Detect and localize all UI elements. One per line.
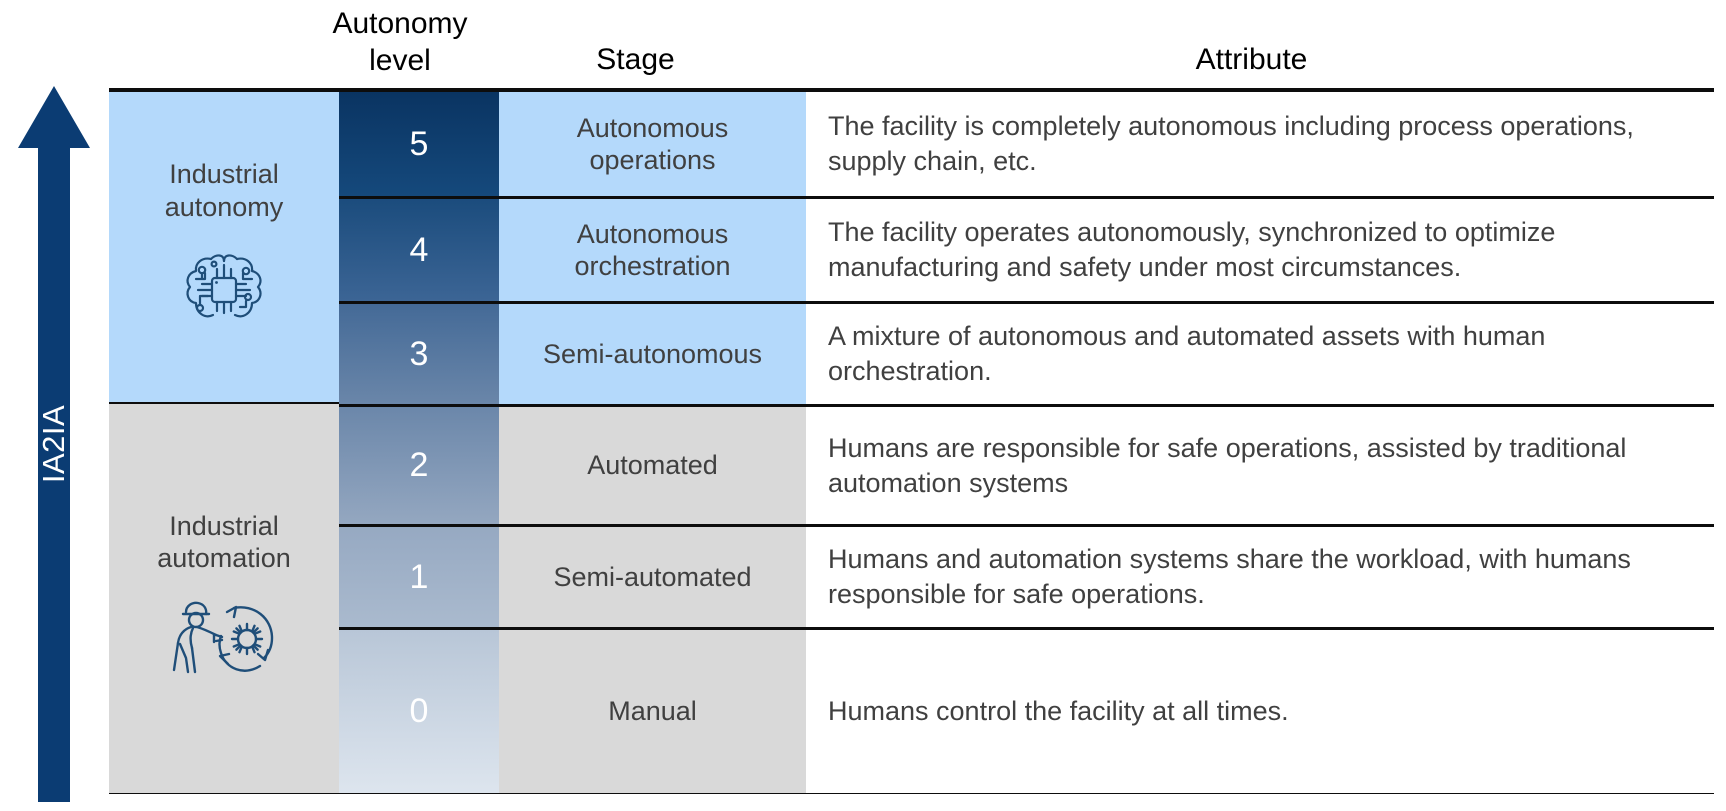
ai-brain-circuit-icon (178, 245, 270, 336)
band-label-line2: automation (157, 543, 291, 573)
attribute-cell: Humans control the facility at all times… (806, 630, 1714, 793)
table-row[interactable]: 5 Autonomous operations The facility is … (339, 92, 1714, 196)
stage-line2: operations (589, 145, 716, 175)
ia2ia-progression-arrow: IA2IA (18, 86, 90, 802)
attribute-cell: Humans are responsible for safe operatio… (806, 407, 1714, 524)
level-cell: 4 (339, 199, 499, 301)
stage-line2: orchestration (574, 251, 731, 281)
stage-line1: Autonomous (576, 112, 729, 143)
level-cell: 3 (339, 304, 499, 404)
stage-line1: Manual (608, 696, 697, 727)
row-separator (339, 404, 1714, 407)
band-industrial-autonomy: Industrial autonomy (109, 92, 339, 404)
table-row[interactable]: 4 Autonomous orchestration The facility … (339, 199, 1714, 301)
band-label-line2: autonomy (164, 191, 284, 222)
table-rows: 5 Autonomous operations The facility is … (339, 92, 1714, 793)
column-headers: Autonomy level Stage Attribute (109, 0, 1714, 88)
level-cell: 5 (339, 92, 499, 196)
attribute-cell: Humans and automation systems share the … (806, 527, 1714, 627)
stage-cell: Automated (499, 407, 806, 524)
stage-line1: Autonomous (576, 218, 729, 249)
attribute-cell: A mixture of autonomous and automated as… (806, 304, 1714, 404)
stage-cell: Autonomous operations (499, 92, 806, 196)
stage-cell: Autonomous orchestration (499, 199, 806, 301)
header-autonomy-level-line1: Autonomy (332, 7, 468, 40)
worker-gear-cycle-icon (164, 596, 284, 687)
row-separator (339, 196, 1714, 199)
stage-cell: Semi-automated (499, 527, 806, 627)
band-industrial-automation-label: Industrial automation (157, 510, 291, 575)
header-stage: Stage (596, 43, 675, 76)
stage-cell: Semi-autonomous (499, 304, 806, 404)
table-row[interactable]: 1 Semi-automated Humans and automation s… (339, 527, 1714, 627)
row-separator (339, 627, 1714, 630)
level-cell: 1 (339, 527, 499, 627)
band-industrial-automation: Industrial automation (109, 404, 339, 793)
up-arrow-icon (18, 86, 90, 802)
table-row[interactable]: 3 Semi-autonomous A mixture of autonomou… (339, 304, 1714, 404)
band-label-line1: Industrial (169, 159, 279, 190)
row-separator (339, 301, 1714, 304)
attribute-cell: The facility operates autonomously, sync… (806, 199, 1714, 301)
header-attribute: Attribute (1195, 43, 1308, 76)
band-industrial-autonomy-label: Industrial autonomy (165, 158, 284, 223)
level-cell: 2 (339, 407, 499, 524)
stage-cell: Manual (499, 630, 806, 793)
band-label-line1: Industrial (169, 510, 279, 541)
autonomy-levels-table: Industrial autonomy (109, 88, 1714, 794)
header-autonomy-level: Autonomy level (318, 6, 482, 79)
stage-line1: Semi-autonomous (542, 338, 763, 369)
attribute-cell: The facility is completely autonomous in… (806, 92, 1714, 196)
table-row[interactable]: 2 Automated Humans are responsible for s… (339, 407, 1714, 524)
table-row[interactable]: 0 Manual Humans control the facility at … (339, 630, 1714, 793)
header-autonomy-level-line2: level (369, 43, 431, 77)
level-cell: 0 (339, 630, 499, 793)
row-separator (339, 524, 1714, 527)
stage-line1: Automated (587, 450, 718, 481)
stage-line1: Semi-automated (553, 561, 752, 592)
